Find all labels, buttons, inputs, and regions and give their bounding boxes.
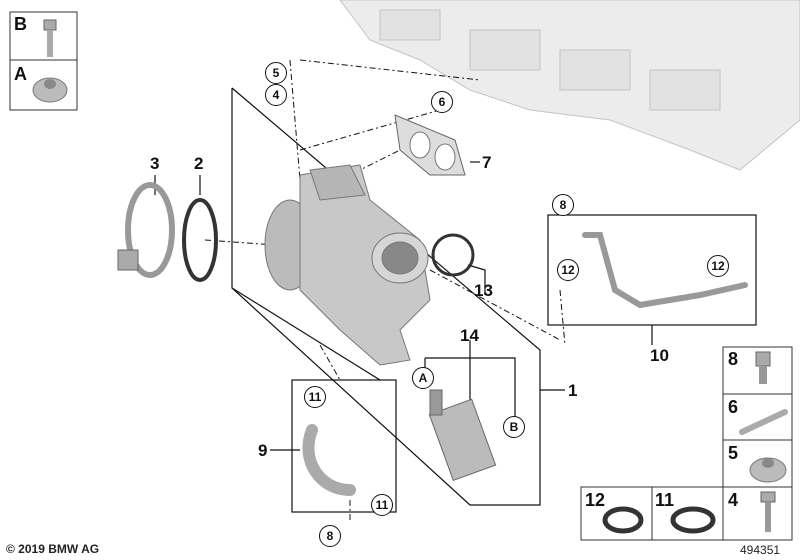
copyright: © 2019 BMW AG	[6, 542, 100, 556]
callout-3: 3	[150, 154, 160, 173]
callout-13: 13	[474, 281, 493, 300]
legend-screw-8	[755, 351, 771, 384]
callout-10: 10	[650, 346, 669, 365]
legend-boxes	[9, 11, 793, 541]
callout-circle-5: 5	[265, 62, 287, 84]
turbocharger-part	[264, 164, 431, 366]
legend-bolt-4	[760, 491, 776, 532]
callout-2: 2	[194, 154, 204, 173]
callout-circle-b: B	[503, 416, 525, 438]
callout-circle-8: 8	[552, 194, 574, 216]
seal-ring-part	[182, 198, 218, 282]
return-pipe-part	[302, 424, 356, 496]
callout-9: 9	[258, 441, 268, 460]
cylinder-head-illustration	[339, 0, 800, 171]
legend-oring-12	[602, 506, 644, 534]
legend-bolt-b	[43, 19, 57, 57]
assembly-frame	[154, 87, 757, 513]
callout-circle-11: 11	[304, 386, 326, 408]
callout-circle-12: 12	[707, 255, 729, 277]
callout-circle-8: 8	[319, 525, 341, 547]
legend-nut-5	[749, 457, 787, 483]
legend-oring-11	[670, 506, 716, 534]
legend-label-8: 8	[728, 349, 739, 369]
gasket-part	[394, 114, 466, 176]
callout-circle-4: 4	[265, 84, 287, 106]
legend-label-11: 11	[655, 490, 675, 510]
callout-circle-11: 11	[371, 494, 393, 516]
oil-pipe-part	[582, 232, 748, 309]
diagram-number: 494351	[740, 543, 781, 557]
callout-14: 14	[460, 326, 479, 345]
callout-circle-a: A	[412, 367, 434, 389]
o-ring-part	[431, 233, 475, 277]
legend-nut-a	[32, 77, 68, 103]
legend-label-a: A	[14, 64, 27, 84]
legend-label-4: 4	[728, 490, 739, 510]
callout-7: 7	[482, 153, 492, 172]
legend-label-b: B	[14, 14, 27, 34]
legend-label-12: 12	[585, 490, 606, 510]
callout-circle-12: 12	[557, 259, 579, 281]
legend-label-5: 5	[728, 443, 739, 463]
clamp-part	[117, 182, 175, 278]
callout-circle-6: 6	[431, 91, 453, 113]
callout-1: 1	[568, 381, 578, 400]
legend-label-6: 6	[728, 397, 739, 417]
actuator-part	[428, 389, 497, 482]
legend-pin-6	[739, 409, 788, 435]
